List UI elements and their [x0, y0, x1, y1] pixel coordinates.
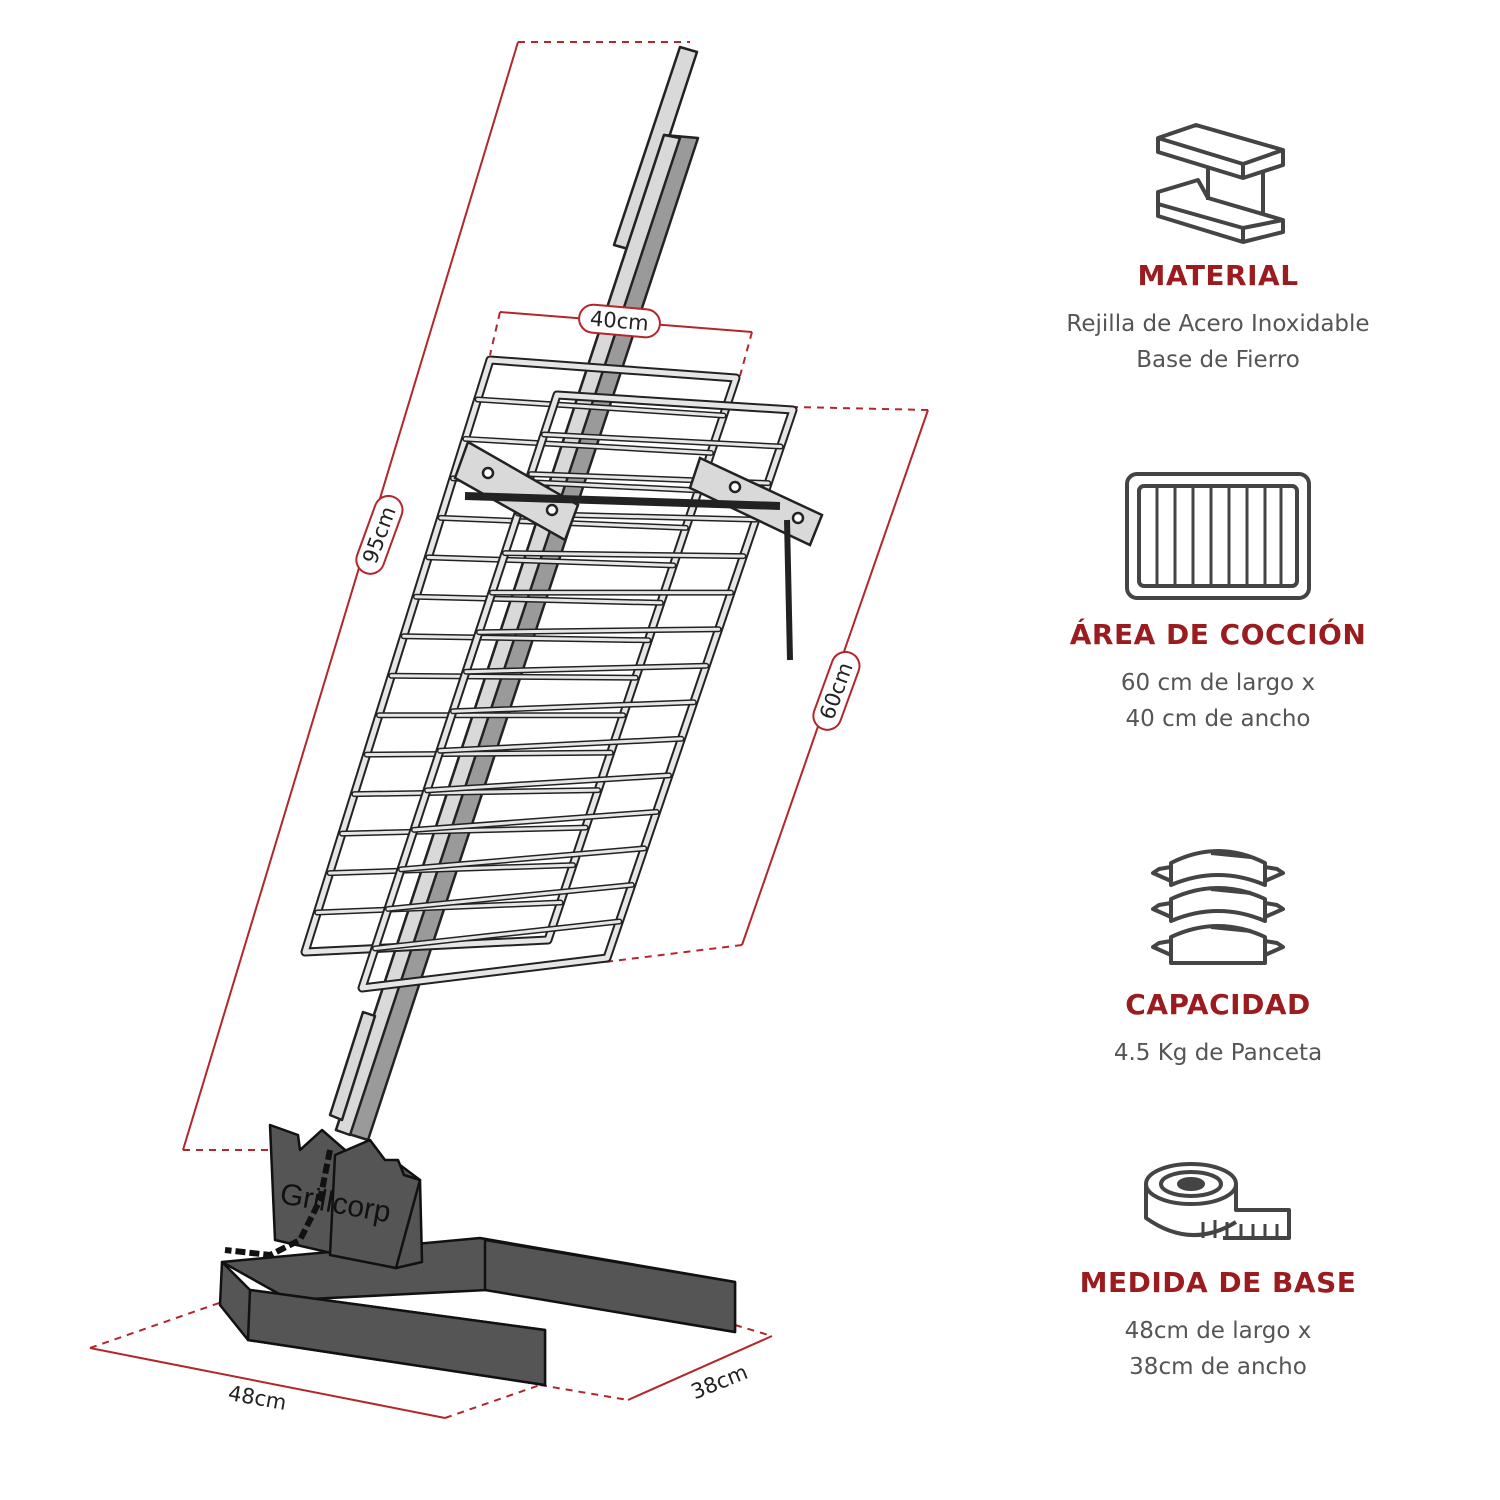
spec-capacity: CAPACIDAD 4.5 Kg de Panceta	[1018, 843, 1418, 1071]
base-length-dimension-line	[89, 1347, 446, 1419]
spec-title: MATERIAL	[1137, 259, 1299, 292]
base-width-dimension-line	[627, 1335, 773, 1401]
grill-grate-icon	[1125, 472, 1311, 600]
measuring-tape-icon	[1144, 1162, 1291, 1240]
chain	[224, 1149, 333, 1258]
spec-line: 60 cm de largo x	[1120, 670, 1316, 696]
spec-line: Base de Fierro	[1136, 347, 1300, 373]
spec-line: 38cm de ancho	[1129, 1354, 1307, 1380]
pork-belly-stack-icon	[1151, 849, 1285, 965]
spec-title: CAPACIDAD	[1125, 988, 1311, 1021]
back-grill	[300, 355, 741, 957]
spec-title: ÁREA DE COCCIÓN	[1069, 618, 1367, 651]
spec-cooking-area: ÁREA DE COCCIÓN 60 cm de largo x 40 cm de…	[1018, 472, 1418, 737]
spec-line: 4.5 Kg de Panceta	[1113, 1040, 1323, 1066]
i-beam-icon	[1156, 123, 1285, 244]
iron-base: Grillcorp	[218, 1123, 737, 1387]
height-dimension-line	[182, 41, 519, 1151]
spec-line: 48cm de largo x	[1124, 1318, 1312, 1344]
spec-base-size: MEDIDA DE BASE 48cm de largo x 38cm de an…	[1018, 1160, 1418, 1385]
grill-clamps	[453, 440, 824, 661]
dimension-lines	[89, 41, 929, 1419]
front-grill	[357, 390, 798, 993]
spec-title: MEDIDA DE BASE	[1079, 1266, 1357, 1299]
grill-baskets	[300, 355, 824, 993]
spec-line: 40 cm de ancho	[1125, 706, 1311, 732]
spec-line: Rejilla de Acero Inoxidable	[1066, 311, 1370, 337]
